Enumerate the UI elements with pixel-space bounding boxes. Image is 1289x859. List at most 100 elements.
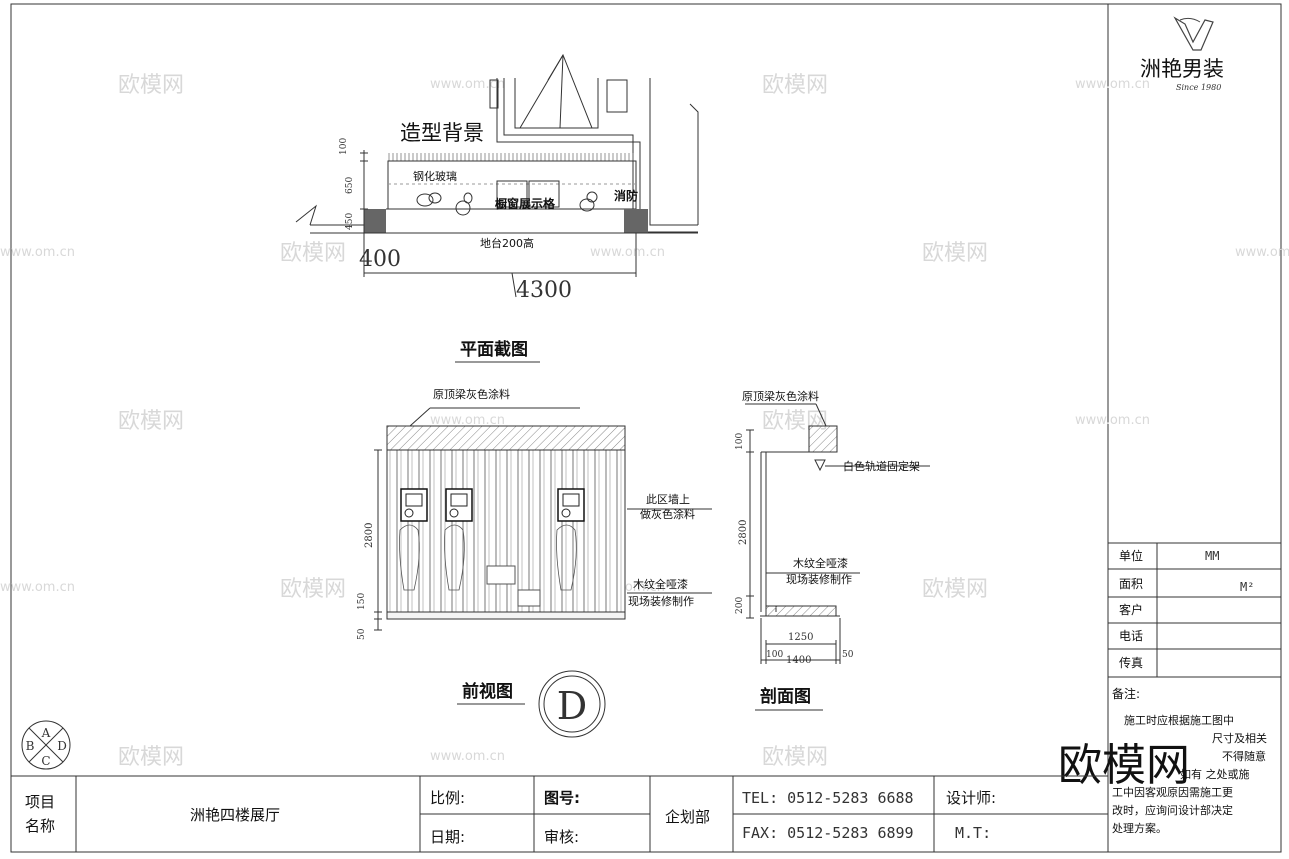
notes-line: 改时，应询问设计部决定 xyxy=(1112,803,1233,817)
review-label: 审核: xyxy=(544,828,579,846)
dept-label: 企划部 xyxy=(665,808,710,826)
tel-text: TEL: 0512-5283 6688 xyxy=(742,789,914,807)
watermark-url: www.om.cn xyxy=(430,77,505,92)
plan-view-title: 平面截图 xyxy=(460,339,528,360)
watermark-text: 欧模网 xyxy=(118,73,184,98)
plan-view: 造型背景 钢化玻璃 橱窗展示格 消防 地台200高 100 650 450 xyxy=(295,53,699,303)
fax-label: 传真 xyxy=(1119,655,1143,670)
area-value: M² xyxy=(1240,580,1254,594)
designer-label: 设计师: xyxy=(946,789,996,807)
watermarks: 欧模网 欧模网 欧模网 欧模网 欧模网 欧模网 欧模网 欧模网 欧模网 欧模网 xyxy=(118,73,988,770)
watermark-text: 欧模网 xyxy=(118,745,184,770)
area-label: 面积 xyxy=(1119,577,1143,591)
left-pillar xyxy=(364,209,386,233)
watermark-url: www.om.cn xyxy=(1235,245,1289,260)
brand-since: Since 1980 xyxy=(1176,83,1221,92)
title-block xyxy=(11,775,1108,852)
notes-line: 工中因客观原因需施工更 xyxy=(1112,785,1233,799)
right-pillar xyxy=(624,209,648,233)
compass-b: B xyxy=(26,739,35,753)
watermark-url: www.om.cn xyxy=(0,245,75,260)
notes-line: 施工时应根据施工图中 xyxy=(1124,713,1234,727)
unit-value: MM xyxy=(1205,549,1219,563)
scale-label: 比例: xyxy=(430,789,465,807)
section-view-title: 剖面图 xyxy=(760,686,811,707)
compass-symbol: A B C D xyxy=(21,720,71,770)
dim-100: 100 xyxy=(339,138,349,155)
watermark-text: 欧模网 xyxy=(762,73,828,98)
brand-logo: 洲艳男装 Since 1980 xyxy=(1140,16,1224,92)
section-dim-100: 100 xyxy=(735,433,745,450)
compass-c: C xyxy=(41,754,50,768)
client-label: 客户 xyxy=(1119,602,1143,617)
project-name: 洲艳四楼展厅 xyxy=(190,806,280,824)
platform-label: 地台200高 xyxy=(480,236,534,250)
dim-400: 400 xyxy=(359,247,401,272)
section-marker: D xyxy=(538,670,606,738)
watermark-url: www.om.cn xyxy=(1075,77,1150,92)
front-wood-label-2: 现场装修制作 xyxy=(628,594,694,608)
unit-label: 单位 xyxy=(1119,548,1143,563)
section-dim-50: 50 xyxy=(842,650,854,660)
section-view: 原顶梁灰色涂料 白色轨道固定架 木纹全哑漆 现场装修制作 100 2800 20… xyxy=(735,389,930,666)
drawing-no-label: 图号: xyxy=(544,789,580,807)
notes-text: 施工时应根据施工图中 尺寸及相关 不得随意 如有 之处或施 工中因客观原因需施工… xyxy=(1112,713,1267,835)
project-label-2: 名称 xyxy=(25,817,55,835)
dim-450: 450 xyxy=(345,213,355,230)
watermark-url: www.om.cn xyxy=(430,413,505,428)
watermark-text: 欧模网 xyxy=(922,577,988,602)
phone-label: 电话 xyxy=(1119,629,1143,643)
front-dim-50: 50 xyxy=(357,628,367,640)
watermark-text: 欧模网 xyxy=(922,241,988,266)
plan-title-label: 造型背景 xyxy=(400,121,484,145)
shelf-label: 橱窗展示格 xyxy=(495,196,556,211)
notes-line: 处理方案。 xyxy=(1112,821,1167,835)
glass-label: 钢化玻璃 xyxy=(413,169,457,183)
dim-650: 650 xyxy=(345,177,355,194)
section-wood-label-1: 木纹全哑漆 xyxy=(793,556,848,570)
watermark-text: 欧模网 xyxy=(762,745,828,770)
front-dim-150: 150 xyxy=(357,593,367,610)
notes-label: 备注: xyxy=(1112,686,1140,701)
watermark-text: 欧模网 xyxy=(280,577,346,602)
watermark-url: www.om.cn xyxy=(1075,413,1150,428)
section-dim-100b: 100 xyxy=(766,650,783,660)
watermark-text: 欧模网 xyxy=(280,241,346,266)
section-dim-2800: 2800 xyxy=(738,520,749,545)
front-wall-label-2: 做灰色涂料 xyxy=(640,507,695,521)
fax-text: FAX: 0512-5283 6899 xyxy=(742,824,914,842)
front-wood-label-1: 木纹全哑漆 xyxy=(633,577,688,591)
front-view-title: 前视图 xyxy=(462,681,513,702)
watermark-urls: www.om.cn www.om.cn www.om.cn www.om.cn … xyxy=(0,77,1289,764)
watermark-url: www.om.cn xyxy=(430,749,505,764)
section-ceiling-label: 原顶梁灰色涂料 xyxy=(742,389,819,403)
project-label-1: 项目 xyxy=(25,793,55,811)
mt-label: M.T: xyxy=(955,824,991,842)
front-ceiling-label: 原顶梁灰色涂料 xyxy=(433,387,510,401)
notes-line: 不得随意 xyxy=(1222,749,1266,763)
watermark-url: www.om.cn xyxy=(0,580,75,595)
front-dim-2800: 2800 xyxy=(364,523,375,548)
section-dim-1400: 1400 xyxy=(786,655,811,666)
info-table xyxy=(1108,542,1281,678)
rail-label: 白色轨道固定架 xyxy=(843,459,920,473)
dim-4300: 4300 xyxy=(516,278,572,303)
compass-d: D xyxy=(57,739,67,753)
compass-a: A xyxy=(41,726,51,740)
section-dim-200: 200 xyxy=(735,597,745,614)
section-dim-1250: 1250 xyxy=(788,632,813,643)
fire-label: 消防 xyxy=(614,188,638,203)
notes-line: 尺寸及相关 xyxy=(1212,731,1267,745)
front-wall-label-1: 此区墙上 xyxy=(646,492,690,506)
sheet-border xyxy=(10,3,1282,853)
section-wood-label-2: 现场装修制作 xyxy=(786,572,852,586)
brand-logo-icon xyxy=(1173,16,1214,51)
big-watermark: 欧模网 xyxy=(1058,740,1190,791)
date-label: 日期: xyxy=(430,828,465,846)
watermark-url: www.om.cn xyxy=(590,245,665,260)
front-view: 原顶梁灰色涂料 此区墙上 做灰色涂料 木纹全哑漆 现场装修制作 2800 xyxy=(357,387,712,640)
brand-name: 洲艳男装 xyxy=(1140,57,1224,81)
marker-letter: D xyxy=(557,684,587,728)
watermark-text: 欧模网 xyxy=(118,409,184,434)
